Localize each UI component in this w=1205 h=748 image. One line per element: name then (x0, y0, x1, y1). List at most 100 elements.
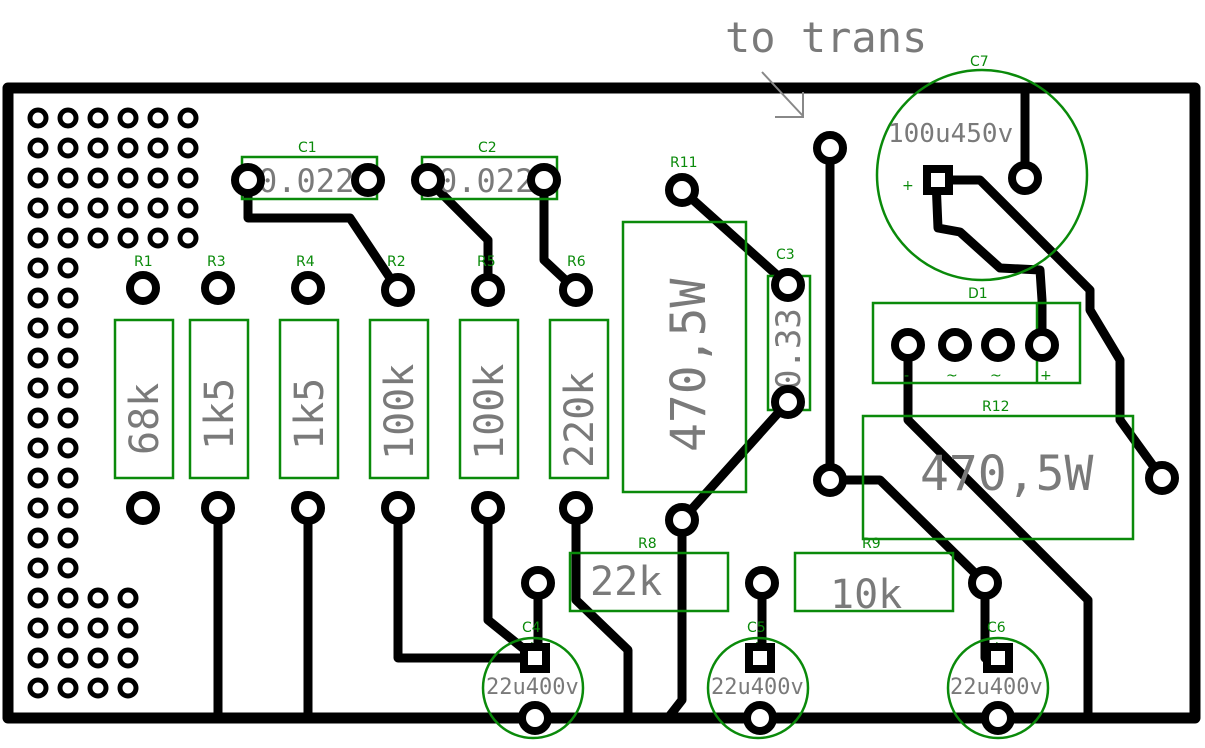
perfboard-pad (177, 137, 199, 159)
perfboard-pad (117, 227, 139, 249)
perfboard-pad (177, 227, 199, 249)
component-pad (771, 385, 805, 419)
perfboard-pad (27, 617, 49, 639)
svg-text:470,5W: 470,5W (661, 279, 717, 452)
svg-text:100u450v: 100u450v (888, 119, 1013, 149)
component-pad (813, 131, 847, 165)
perfboard-pad (27, 587, 49, 609)
svg-text:0.022: 0.022 (438, 162, 534, 200)
square-pad (745, 643, 775, 673)
resistor-r9: R9 10k (793, 536, 955, 618)
svg-text:D1: D1 (968, 286, 988, 302)
perfboard-pad (57, 647, 79, 669)
perfboard-pad (147, 137, 169, 159)
component-pad (126, 491, 160, 525)
board-edge (2, 82, 1201, 724)
svg-text:C5: C5 (747, 620, 766, 636)
resistor-r2: R2 100k (368, 254, 430, 480)
component-pad (471, 273, 505, 307)
to-trans-label: to trans (725, 13, 927, 62)
svg-text:+: + (1040, 368, 1052, 384)
perfboard-pad (57, 137, 79, 159)
perfboard-pad (147, 167, 169, 189)
perfboard-pad (177, 167, 199, 189)
component-pad (381, 491, 415, 525)
perfboard-pad (57, 527, 79, 549)
svg-text:~: ~ (946, 368, 958, 384)
perfboard-pad (57, 467, 79, 489)
svg-text:100k: 100k (377, 364, 423, 460)
component-pad (981, 701, 1015, 735)
resistor-r8: R8 22k (568, 536, 730, 613)
perfboard-pad (27, 557, 49, 579)
perfboard-pad-grid (27, 107, 199, 699)
annotation-arrow (761, 71, 804, 118)
component-pad (1025, 328, 1059, 362)
perfboard-pad (27, 677, 49, 699)
component-pad (981, 328, 1015, 362)
perfboard-pad (87, 617, 109, 639)
svg-text:R12: R12 (982, 399, 1010, 415)
square-pad (520, 643, 550, 673)
perfboard-pad (27, 647, 49, 669)
capacitor-c3: C3 0.33 (766, 247, 812, 412)
svg-text:470,5W: 470,5W (920, 446, 1093, 502)
component-pad (813, 463, 847, 497)
square-pad (923, 165, 953, 195)
perfboard-pad (27, 227, 49, 249)
component-pad (938, 328, 972, 362)
perfboard-pad (27, 107, 49, 129)
perfboard-pad (57, 377, 79, 399)
svg-text:R1: R1 (134, 254, 153, 270)
perfboard-pad (57, 317, 79, 339)
component-pad (891, 328, 925, 362)
perfboard-pad (57, 437, 79, 459)
perfboard-pad (27, 287, 49, 309)
svg-text:0.33: 0.33 (769, 308, 809, 390)
svg-text:220k: 220k (557, 372, 603, 468)
svg-text:R11: R11 (670, 155, 698, 171)
perfboard-pad (87, 587, 109, 609)
perfboard-pad (177, 107, 199, 129)
svg-text:22u400v: 22u400v (711, 675, 804, 700)
perfboard-pad (57, 287, 79, 309)
capacitor-c6: C6 22u400v + (946, 620, 1050, 740)
perfboard-pad (87, 167, 109, 189)
svg-text:C7: C7 (970, 54, 989, 70)
perfboard-pad (57, 107, 79, 129)
component-pad (126, 271, 160, 305)
svg-text:22k: 22k (590, 559, 662, 605)
component-pad (201, 491, 235, 525)
svg-text:R8: R8 (638, 536, 657, 552)
svg-text:10k: 10k (830, 572, 902, 618)
svg-text:R6: R6 (567, 254, 586, 270)
svg-text:22u400v: 22u400v (950, 675, 1043, 700)
perfboard-pad (27, 407, 49, 429)
svg-text:~: ~ (990, 368, 1002, 384)
perfboard-pad (57, 197, 79, 219)
perfboard-pad (27, 467, 49, 489)
perfboard-pad (57, 557, 79, 579)
svg-text:-: - (904, 368, 909, 384)
component-pad (521, 566, 555, 600)
component-pad (291, 271, 325, 305)
perfboard-pad (27, 167, 49, 189)
perfboard-pad (177, 197, 199, 219)
perfboard-pad (117, 617, 139, 639)
perfboard-pad (57, 407, 79, 429)
perfboard-pad (147, 107, 169, 129)
capacitor-c7: C7 100u450v + (875, 54, 1089, 282)
component-pad (1145, 461, 1179, 495)
resistor-r1: R1 68k (113, 254, 175, 480)
perfboard-pad (117, 587, 139, 609)
perfboard-pad (57, 257, 79, 279)
perfboard-pad (87, 647, 109, 669)
perfboard-pad (57, 677, 79, 699)
perfboard-pad (57, 167, 79, 189)
svg-text:R5: R5 (477, 254, 496, 270)
perfboard-pad (87, 677, 109, 699)
bridge-rectifier-d1: D1 - ~ ~ + (871, 286, 1082, 385)
perfboard-pad (27, 527, 49, 549)
svg-text:1k5: 1k5 (197, 378, 243, 450)
